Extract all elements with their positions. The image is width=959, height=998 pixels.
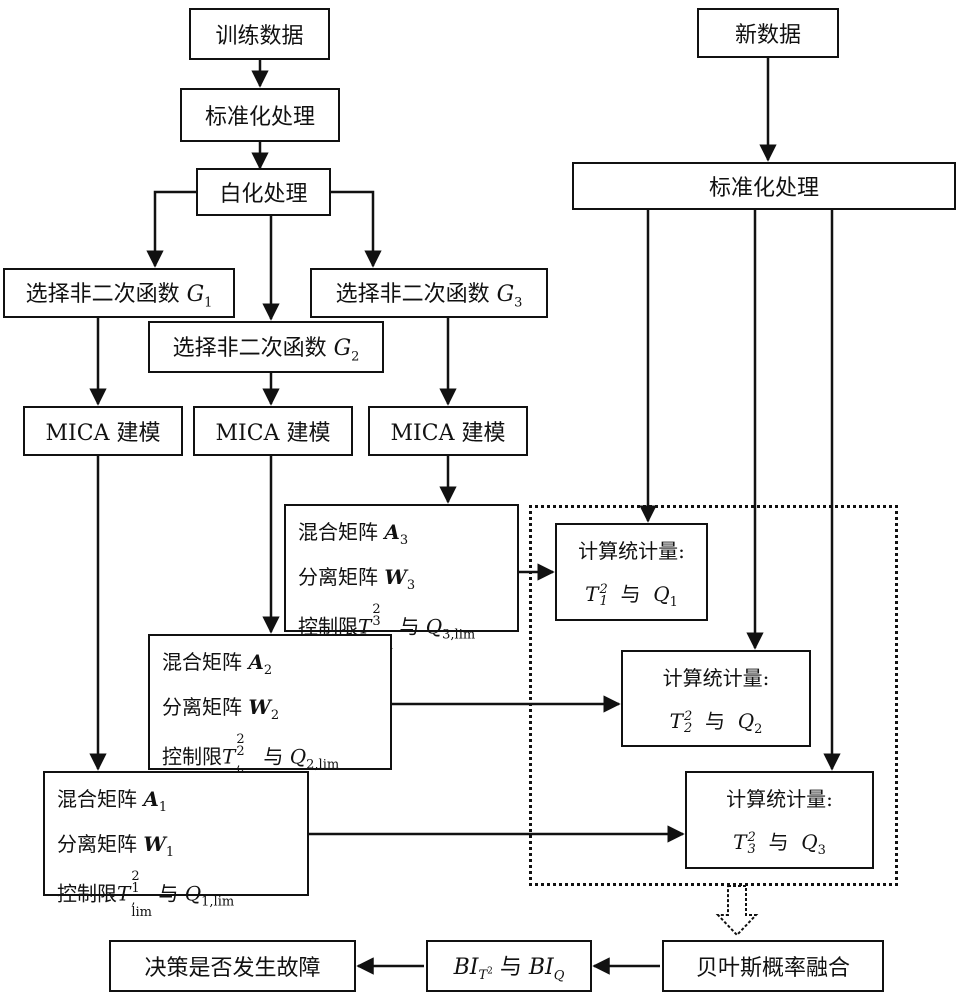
mica-model-3-box: MICA 建模 bbox=[368, 406, 528, 456]
matrix-box-1: 混合矩阵 A1 分离矩阵 W1 控制限T21,lim 与 Q1,lim bbox=[43, 771, 309, 896]
separating-matrix-1: 分离矩阵 W1 bbox=[57, 826, 295, 871]
mica-model-1-label: MICA 建模 bbox=[46, 415, 161, 447]
select-function-g3-box: 选择非二次函数 G3 bbox=[310, 268, 548, 318]
stat-title-1: 计算统计量: bbox=[557, 535, 706, 564]
stat-formula-2: T22 与 Q2 bbox=[623, 705, 809, 737]
new-data-label: 新数据 bbox=[735, 17, 801, 49]
separating-matrix-2: 分离矩阵 W2 bbox=[162, 689, 378, 734]
standardize-box-right: 标准化处理 bbox=[572, 162, 956, 210]
select-function-g2-label: 选择非二次函数 G2 bbox=[173, 330, 360, 364]
stat-title-2: 计算统计量: bbox=[623, 662, 809, 691]
mica-model-2-box: MICA 建模 bbox=[193, 406, 353, 456]
mixing-matrix-3: 混合矩阵 A3 bbox=[298, 514, 505, 559]
matrix-box-2: 混合矩阵 A2 分离矩阵 W2 控制限T22,lim 与 Q2,lim bbox=[148, 634, 392, 770]
whitening-label: 白化处理 bbox=[219, 176, 307, 208]
bayesian-fusion-box: 贝叶斯概率融合 bbox=[662, 940, 884, 992]
select-function-g3-label: 选择非二次函数 G3 bbox=[336, 276, 523, 310]
standardize-label-right: 标准化处理 bbox=[709, 170, 819, 202]
separating-matrix-3: 分离矩阵 W3 bbox=[298, 559, 505, 604]
bi-index-label: BIT2 与 BIQ bbox=[454, 949, 565, 983]
stat-box-1: 计算统计量: T21 与 Q1 bbox=[555, 523, 708, 621]
standardize-box-left: 标准化处理 bbox=[180, 88, 340, 142]
arrow-white-sel3 bbox=[331, 192, 373, 266]
fault-decision-box: 决策是否发生故障 bbox=[109, 940, 356, 992]
standardize-label-left: 标准化处理 bbox=[205, 99, 315, 131]
stat-box-2: 计算统计量: T22 与 Q2 bbox=[621, 650, 811, 747]
select-function-g2-box: 选择非二次函数 G2 bbox=[148, 321, 384, 373]
training-data-label: 训练数据 bbox=[215, 18, 303, 50]
mica-model-1-box: MICA 建模 bbox=[23, 406, 183, 456]
mixing-matrix-2: 混合矩阵 A2 bbox=[162, 644, 378, 689]
bi-index-box: BIT2 与 BIQ bbox=[426, 940, 592, 992]
stat-formula-3: T23 与 Q3 bbox=[687, 826, 872, 858]
hollow-arrow-to-bayes bbox=[718, 886, 756, 935]
control-limit-1: 控制限T21,lim 与 Q1,lim bbox=[57, 871, 295, 921]
arrow-white-sel1 bbox=[155, 192, 196, 266]
stat-title-3: 计算统计量: bbox=[687, 783, 872, 812]
training-data-box: 训练数据 bbox=[189, 8, 330, 60]
select-function-g1-label: 选择非二次函数 G1 bbox=[26, 276, 213, 310]
mica-model-2-label: MICA 建模 bbox=[216, 415, 331, 447]
select-function-g1-box: 选择非二次函数 G1 bbox=[3, 268, 235, 318]
mixing-matrix-1: 混合矩阵 A1 bbox=[57, 781, 295, 826]
whitening-box: 白化处理 bbox=[196, 168, 331, 216]
new-data-box: 新数据 bbox=[697, 8, 839, 58]
fault-decision-label: 决策是否发生故障 bbox=[144, 950, 320, 982]
stat-box-3: 计算统计量: T23 与 Q3 bbox=[685, 771, 874, 869]
stat-formula-1: T21 与 Q1 bbox=[557, 578, 706, 610]
mica-model-3-label: MICA 建模 bbox=[391, 415, 506, 447]
matrix-box-3: 混合矩阵 A3 分离矩阵 W3 控制限T23,lim 与 Q3,lim bbox=[284, 504, 519, 632]
bayesian-fusion-label: 贝叶斯概率融合 bbox=[696, 950, 850, 982]
